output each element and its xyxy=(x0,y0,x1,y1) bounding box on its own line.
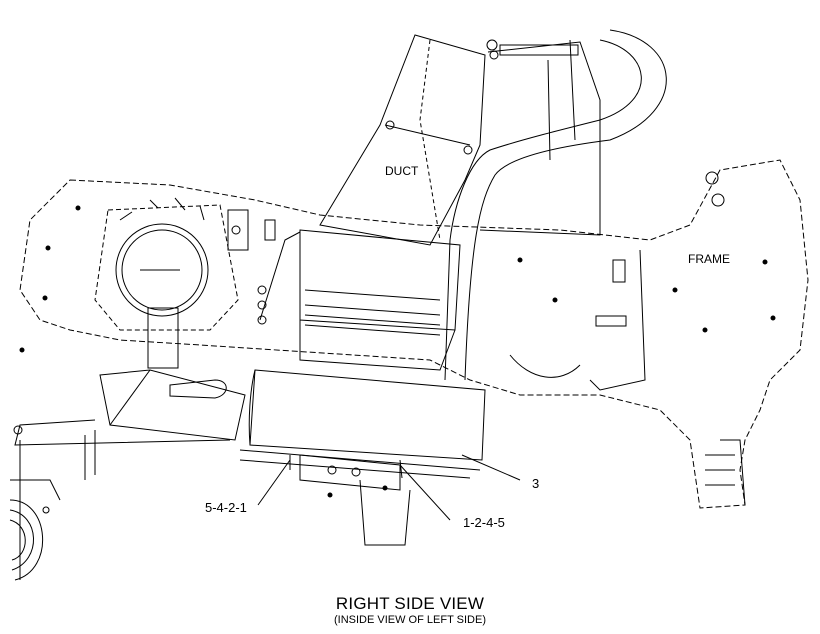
callout-5-4-2-1: 5-4-2-1 xyxy=(205,500,247,515)
leader-right xyxy=(399,464,451,521)
view-subtitle: (INSIDE VIEW OF LEFT SIDE) xyxy=(334,614,486,626)
leader-left xyxy=(257,459,291,506)
curved-pipe xyxy=(444,39,642,381)
duct-outline xyxy=(319,34,486,246)
walkway xyxy=(99,369,246,441)
drum xyxy=(9,499,44,581)
lower-box xyxy=(249,369,486,461)
fan-bracket xyxy=(147,307,179,369)
fan-housing xyxy=(121,229,203,311)
view-title: RIGHT SIDE VIEW xyxy=(335,594,485,613)
callout-3: 3 xyxy=(532,476,539,491)
frame-label: FRAME xyxy=(688,252,730,266)
callout-1-2-4-5: 1-2-4-5 xyxy=(463,515,505,530)
leader-3 xyxy=(461,454,521,481)
frame-outline xyxy=(19,159,809,509)
duct-label: DUCT xyxy=(385,164,419,178)
